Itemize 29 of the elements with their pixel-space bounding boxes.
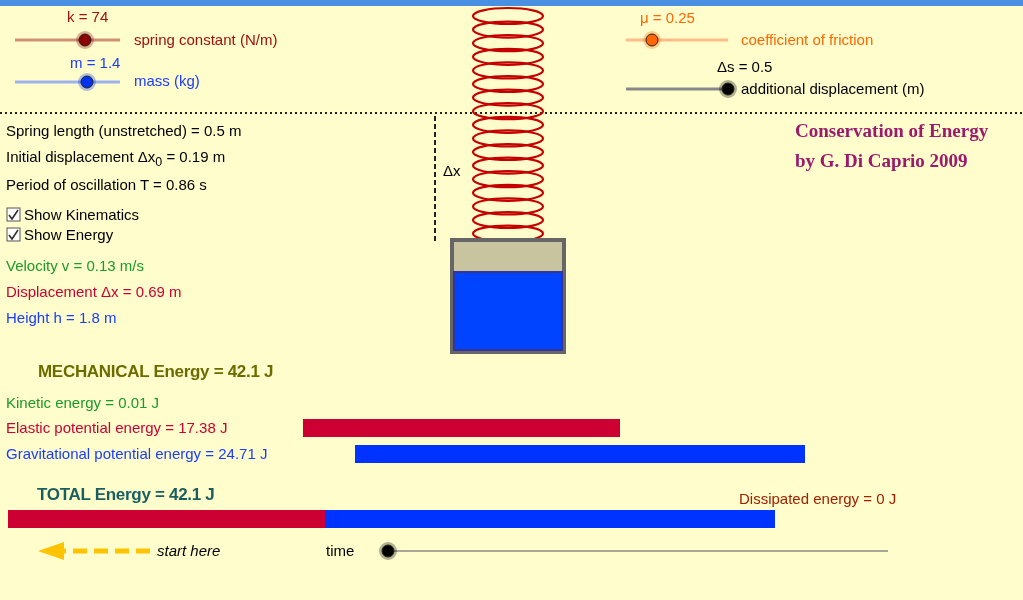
axis-label: time: [326, 542, 355, 560]
value-label: μ = 0.25: [640, 9, 695, 27]
value-label: Δs = 0.5: [717, 58, 773, 76]
energy-text: Kinetic energy = 0.01 J: [6, 394, 159, 412]
hint-text: start here: [157, 542, 221, 560]
slider-label: spring constant (N/m): [134, 31, 278, 49]
energy-text: Gravitational potential energy = 24.71 J: [6, 445, 268, 463]
title: Conservation of Energy: [795, 122, 989, 140]
checkbox-label: Show Energy: [24, 226, 114, 244]
info-text: Period of oscillation T = 0.86 s: [6, 176, 207, 194]
energy-text: Elastic potential energy = 17.38 J: [6, 419, 228, 437]
value-label: k = 74: [67, 8, 109, 26]
height-text: Height h = 1.8 m: [6, 309, 117, 327]
slider-label: coefficient of friction: [741, 31, 874, 49]
gravitational-energy-bar: [355, 445, 805, 463]
checkbox-label: Show Kinematics: [24, 206, 140, 224]
velocity-text: Velocity v = 0.13 m/s: [6, 257, 144, 275]
info-text: Spring length (unstretched) = 0.5 m: [6, 122, 242, 140]
slider-label: additional displacement (m): [741, 80, 925, 98]
value-label: m = 1.4: [70, 54, 121, 72]
total-gravitational-bar: [325, 510, 775, 528]
total-elastic-bar: [8, 510, 325, 528]
slider-label: mass (kg): [134, 72, 200, 90]
dimension-label: Δx: [443, 162, 461, 180]
energy-text: Dissipated energy = 0 J: [739, 490, 897, 508]
author-text: by G. Di Caprio 2009: [795, 152, 968, 170]
elastic-energy-bar: [303, 419, 620, 437]
displacement-text: Displacement Δx = 0.69 m: [6, 283, 182, 301]
info-text: Initial displacement Δx$_{0}$ = 0.19 m: [6, 148, 226, 171]
